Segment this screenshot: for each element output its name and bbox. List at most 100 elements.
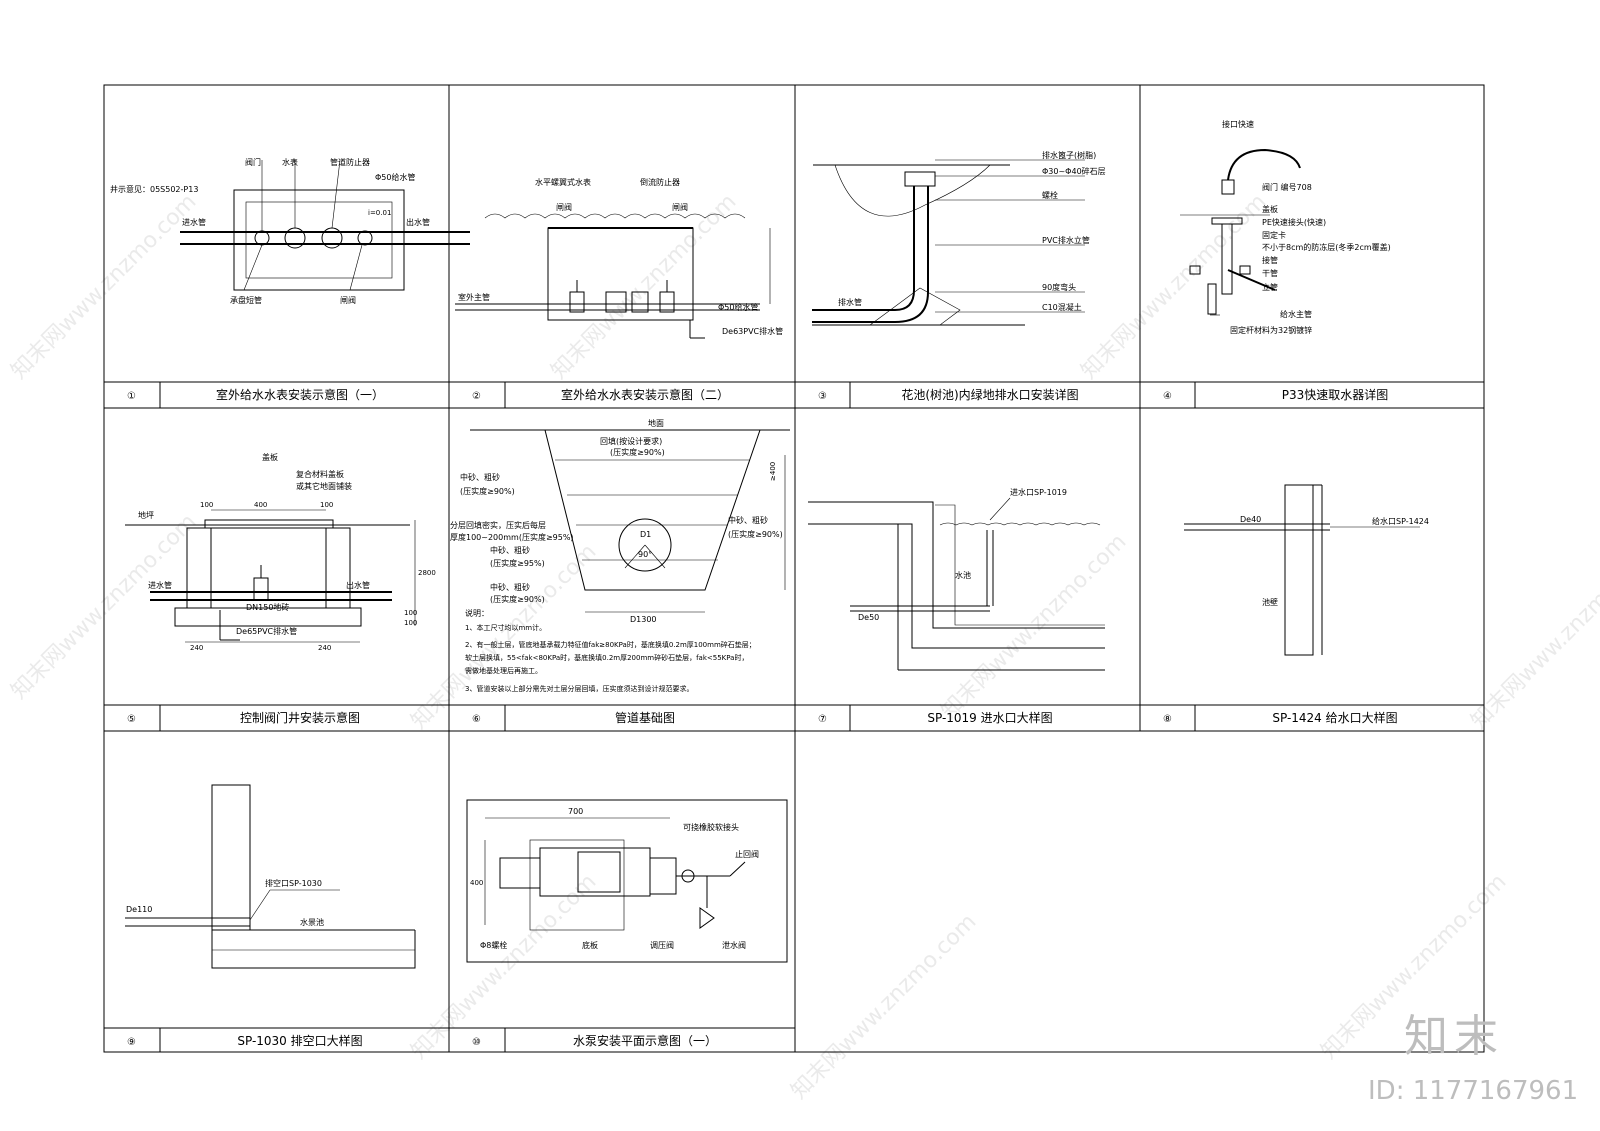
- dim: 400: [254, 501, 267, 509]
- panel-7-inlet: 进水口SP-1019 水池 De50: [808, 487, 1105, 671]
- backflow-label: 管道防止器: [330, 157, 370, 167]
- label: 给水口SP-1424: [1372, 516, 1429, 526]
- label: 盖板: [1262, 204, 1278, 214]
- label: 分层回填密实，压实后每层: [450, 520, 546, 530]
- panel-title: 花池(树池)内绿地排水口安装详图: [901, 387, 1078, 402]
- dim: 100: [200, 501, 213, 509]
- label: 固定杆材料为32钢镀锌: [1230, 325, 1312, 335]
- panel-number: ⑤: [127, 714, 136, 725]
- label: 不小于8cm的防冻层(冬季2cm覆盖): [1262, 242, 1391, 252]
- label: DN150地砖: [246, 602, 289, 612]
- label: 中砂、粗砂: [460, 472, 500, 482]
- note: 软土层换填，55<fak<80KPa时，基底换填0.2m厚200mm碎砂石垫层，…: [465, 653, 748, 662]
- label: 调压阀: [650, 941, 674, 950]
- label: 接管: [1262, 255, 1278, 265]
- meter-label: 水表: [282, 157, 298, 167]
- panel-number: ⑨: [127, 1037, 136, 1048]
- label: 进水口SP-1019: [1010, 487, 1067, 497]
- panel-number: ①: [127, 391, 136, 402]
- label: 水景池: [300, 917, 324, 927]
- image-id: ID: 1177167961: [1368, 1076, 1579, 1106]
- label: 排水管: [838, 297, 862, 307]
- label: (压实度≥90%): [460, 486, 515, 496]
- panel-title: SP-1424 给水口大样图: [1272, 710, 1397, 725]
- dim: 240: [318, 644, 331, 652]
- panel-8-supply-inlet: De40 给水口SP-1424 池壁: [1184, 484, 1429, 656]
- label: 给水主管: [1280, 309, 1312, 319]
- label: 厚度100~200mm(压实度≥95%): [450, 532, 574, 542]
- panel-title: SP-1030 排空口大样图: [237, 1033, 362, 1048]
- panel-1-meter-plan: 井示意见：05S502-P13 阀门 水表 管道防止器 Φ50给水管 进水管 出…: [110, 157, 470, 305]
- label: D1300: [630, 615, 657, 624]
- note: 1、本工尺寸均以mm计。: [465, 623, 546, 632]
- label: 进水管: [148, 580, 172, 590]
- label: 排水篦子(树脂): [1042, 150, 1096, 160]
- label: 中砂、粗砂: [728, 515, 768, 525]
- panel-number: ⑦: [818, 714, 827, 725]
- panel-title: SP-1019 进水口大样图: [927, 710, 1052, 725]
- panel-title: 室外给水水表安装示意图（一）: [216, 387, 384, 402]
- main-label: 室外主管: [458, 292, 490, 302]
- label: 水池: [955, 570, 971, 580]
- label: 止回阀: [735, 849, 759, 859]
- panel-3-drain-detail: 排水篦子(树脂) Φ30~Φ40碎石层 螺栓 PVC排水立管 90度弯头 C10…: [812, 150, 1106, 326]
- label: 地面: [648, 418, 664, 428]
- dim: 2800: [418, 569, 436, 577]
- label: (压实度≥90%): [728, 529, 783, 539]
- label: 可挠橡胶软接头: [683, 822, 739, 832]
- label: 池壁: [1262, 597, 1278, 607]
- well-label: 闸阀: [340, 296, 356, 305]
- watermark-text: 知末网www.znzmo.com: [1467, 539, 1600, 734]
- title-row-1: ① 室外给水水表安装示意图（一） ② 室外给水水表安装示意图（二） ③ 花池(树…: [127, 387, 1388, 402]
- panel-number: ⑥: [472, 714, 481, 725]
- panel-number: ⑧: [1163, 714, 1172, 725]
- slope-label: i=0.01: [368, 209, 391, 217]
- label: (压实度≥90%): [610, 447, 665, 457]
- label: 底板: [582, 940, 598, 950]
- valve2-label: 闸阀: [672, 203, 688, 212]
- label: ≥400: [769, 462, 777, 481]
- label: 中砂、粗砂: [490, 545, 530, 555]
- backflow-label: 倒流防止器: [640, 177, 680, 187]
- dim: 100: [404, 619, 417, 627]
- label: C10混凝土: [1042, 302, 1082, 312]
- panel-6-pipe-bedding: 地面 回填(按设计要求) (压实度≥90%) 中砂、粗砂 (压实度≥90%) 分…: [450, 418, 790, 693]
- label: Φ8螺栓: [480, 940, 507, 950]
- note: 2、有一般土层，管底地基承载力特征值fak≥80KPa时，基底换填0.2m厚10…: [465, 640, 756, 649]
- label: 90°: [638, 550, 652, 559]
- label: 400: [470, 879, 483, 887]
- label: 回填(按设计要求): [600, 436, 662, 446]
- label: De50: [858, 613, 879, 622]
- label: PE快速接头(快速): [1262, 217, 1326, 227]
- title-row-3: ⑨ SP-1030 排空口大样图 ⑩ 水泵安装平面示意图（一）: [127, 1033, 717, 1048]
- drain-label: De63PVC排水管: [722, 326, 783, 336]
- panel-5-valve-well: 盖板 复合材料盖板 或其它地面铺装 地坪 进水管 出水管 DN150地砖 De6…: [125, 452, 436, 652]
- panel-number: ③: [818, 391, 827, 402]
- dim: 100: [320, 501, 333, 509]
- label: 螺栓: [1042, 190, 1058, 200]
- panel-4-quick-coupler: 接口快速 阀门 编号708 盖板 PE快速接头(快速) 固定卡 不小于8cm的防…: [1180, 119, 1391, 335]
- label: De110: [126, 905, 152, 914]
- label: 排空口SP-1030: [265, 878, 322, 888]
- panel-title: 管道基础图: [615, 710, 675, 725]
- watermark-text: 知末网www.znzmo.com: [787, 909, 982, 1104]
- note: 说明：: [465, 608, 489, 618]
- meter-label: 水平螺翼式水表: [535, 177, 591, 187]
- panel-title: 室外给水水表安装示意图（二）: [561, 387, 729, 402]
- panel-title: 控制阀门井安装示意图: [240, 710, 360, 725]
- label: 出水管: [346, 580, 370, 590]
- dim: 240: [190, 644, 203, 652]
- watermark-text: 知末网www.znzmo.com: [547, 189, 742, 384]
- label: 中砂、粗砂: [490, 582, 530, 592]
- label: PVC排水立管: [1042, 235, 1090, 245]
- label: D1: [640, 530, 651, 539]
- label: De65PVC排水管: [236, 626, 297, 636]
- panel-2-meter-section: 水平螺翼式水表 倒流防止器 闸阀 闸阀 室外主管 Φ50给水管 De63PVC排…: [455, 177, 783, 339]
- note: 需做地基处理后再施工。: [465, 666, 542, 675]
- label: 700: [568, 807, 583, 816]
- label: Φ30~Φ40碎石层: [1042, 166, 1106, 176]
- valve1-label: 闸阀: [556, 203, 572, 212]
- pipe-label: Φ50给水管: [718, 302, 758, 312]
- label: 复合材料盖板: [296, 469, 344, 479]
